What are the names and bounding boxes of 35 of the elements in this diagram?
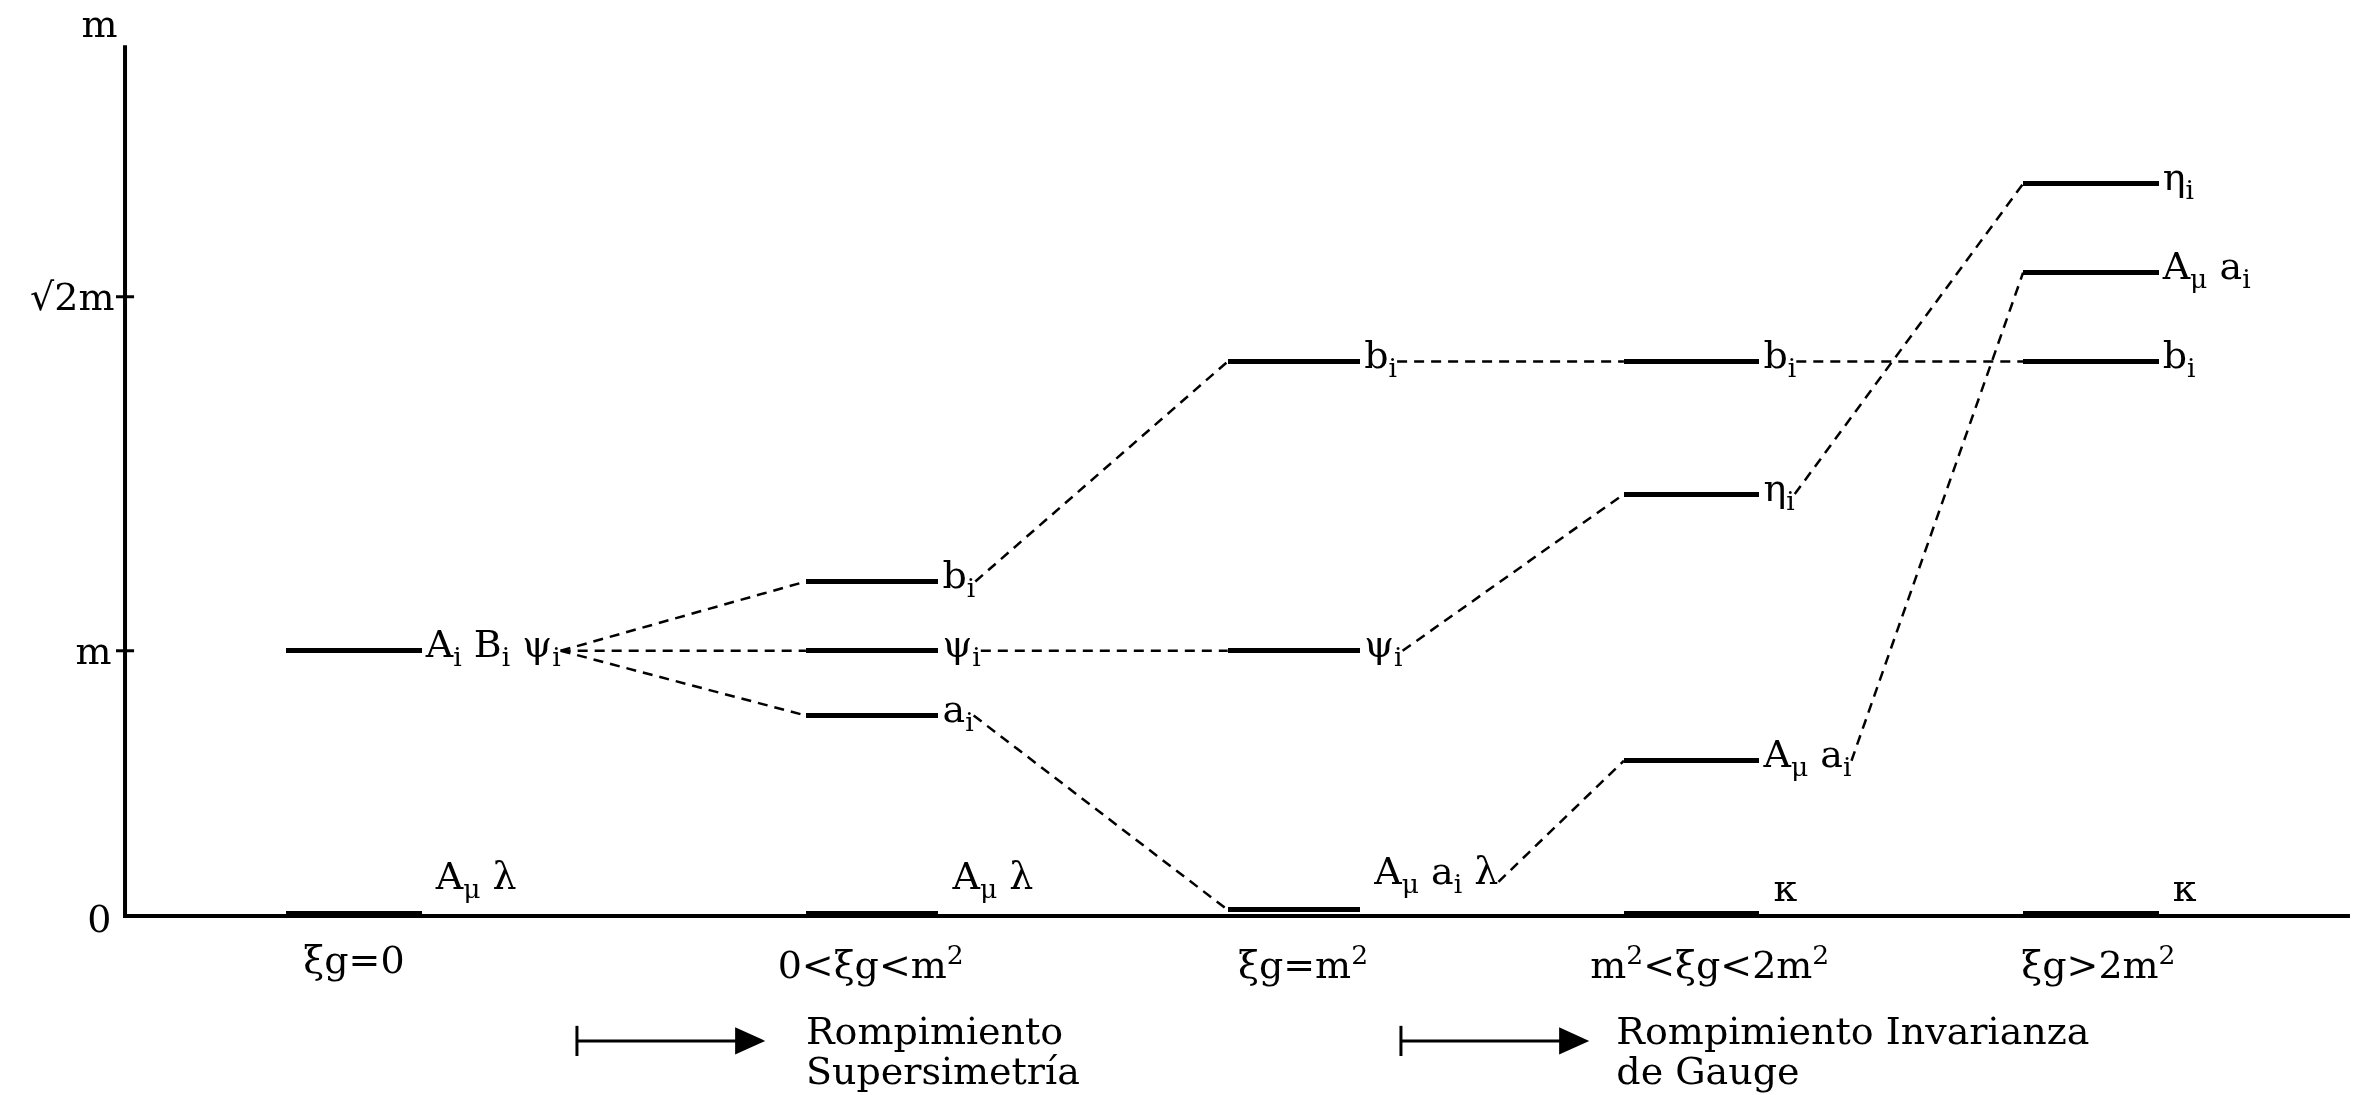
dashed-connector <box>1793 183 2025 495</box>
level-label: A$_{μ}$ a$_{i}$ <box>2162 244 2251 296</box>
level-label: b$_{i}$ <box>1763 333 1797 385</box>
level-label: A$_{i}$ B$_{i}$ ψ$_{i}$ <box>425 622 561 675</box>
level-label: A$_{μ}$ a$_{i}$ λ <box>1374 849 1499 901</box>
level-label: κ <box>1773 866 1798 911</box>
level-label: A$_{μ}$ λ <box>435 853 517 906</box>
axis-category-label: 0<ξg<m$^{2}$ <box>777 937 964 987</box>
note-text: Rompimiento Supersimetría <box>805 1011 1081 1092</box>
dashed-connector <box>1796 360 2024 363</box>
level-label: b$_{i}$ <box>1364 333 1398 385</box>
level-label: b$_{i}$ <box>2162 333 2196 385</box>
level-label: A$_{μ}$ λ <box>952 853 1034 906</box>
axis-category-label: ξg=m$^{2}$ <box>1238 937 1369 987</box>
level-label: ψ$_{i}$ <box>1364 622 1403 675</box>
dashed-connector <box>1397 360 1624 363</box>
dashed-connector <box>974 360 1229 583</box>
level-label: a$_{i}$ <box>942 687 974 739</box>
dashed-connector <box>1497 759 1625 883</box>
dashed-connector <box>1850 272 2025 762</box>
axis-category-label: m$^{2}$<ξg<2m$^{2}$ <box>1590 937 1830 987</box>
axis-title: m <box>81 2 118 47</box>
dashed-connector <box>980 649 1228 652</box>
axis-category-label: ξg>2m$^{2}$ <box>2021 937 2176 987</box>
tick-label: √2m <box>30 274 115 319</box>
tick-label: 0 <box>87 896 112 941</box>
level-label: A$_{μ}$ a$_{i}$ <box>1763 732 1852 784</box>
level-label: η$_{i}$ <box>1763 465 1795 518</box>
level-label: ψ$_{i}$ <box>942 622 981 675</box>
level-label: b$_{i}$ <box>942 553 976 605</box>
axis-category-label: ξg=0 <box>303 937 405 982</box>
level-label: κ <box>2172 866 2197 911</box>
tick-label: m <box>75 628 112 673</box>
note-text: Rompimiento Invarianza de Gauge <box>1616 1011 2091 1092</box>
level-label: η$_{i}$ <box>2162 155 2194 208</box>
